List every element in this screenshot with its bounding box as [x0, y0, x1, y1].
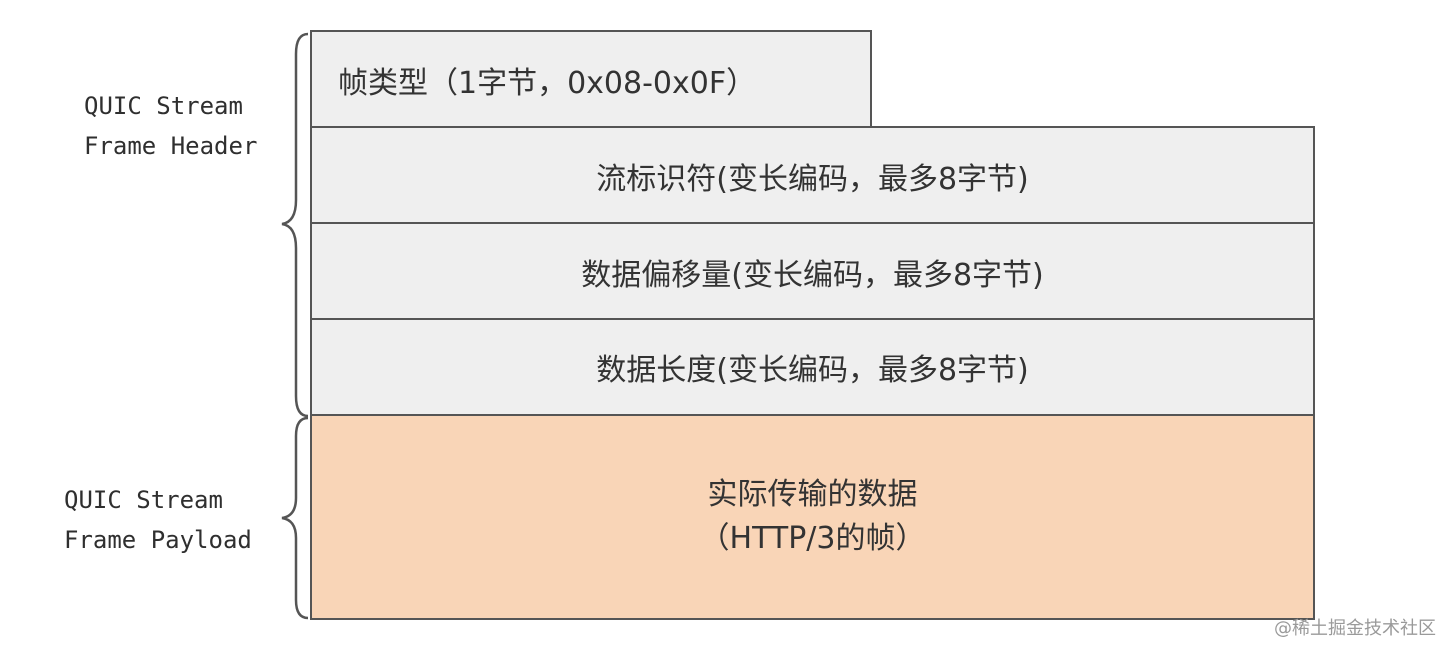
frame-header-label-line1: QUIC Stream — [84, 92, 243, 120]
payload-brace — [281, 416, 309, 620]
frame-payload-label-line1: QUIC Stream — [64, 486, 223, 514]
header-brace — [281, 32, 309, 418]
frame-payload-label: QUIC Stream Frame Payload — [64, 480, 252, 560]
payload-field: 实际传输的数据 （HTTP/3的帧） — [310, 414, 1315, 620]
frame-header-label-line2: Frame Header — [84, 132, 258, 160]
payload-text-line1: 实际传输的数据 — [707, 477, 918, 512]
frame-payload-label-line2: Frame Payload — [64, 526, 252, 554]
frame-type-text: 帧类型（1字节，0x08-0x0F） — [338, 66, 757, 101]
length-field: 数据长度(变长编码，最多8字节) — [310, 318, 1315, 416]
frame-type-field: 帧类型（1字节，0x08-0x0F） — [310, 30, 872, 128]
payload-text-line2: （HTTP/3的帧） — [699, 521, 926, 556]
stream-id-field: 流标识符(变长编码，最多8字节) — [310, 126, 1315, 224]
watermark: @稀土掘金技术社区 — [1274, 618, 1436, 639]
offset-text: 数据偏移量(变长编码，最多8字节) — [581, 258, 1044, 293]
offset-field: 数据偏移量(变长编码，最多8字节) — [310, 222, 1315, 320]
stream-id-text: 流标识符(变长编码，最多8字节) — [596, 162, 1029, 197]
frame-header-label: QUIC Stream Frame Header — [84, 86, 257, 166]
length-text: 数据长度(变长编码，最多8字节) — [596, 353, 1029, 388]
